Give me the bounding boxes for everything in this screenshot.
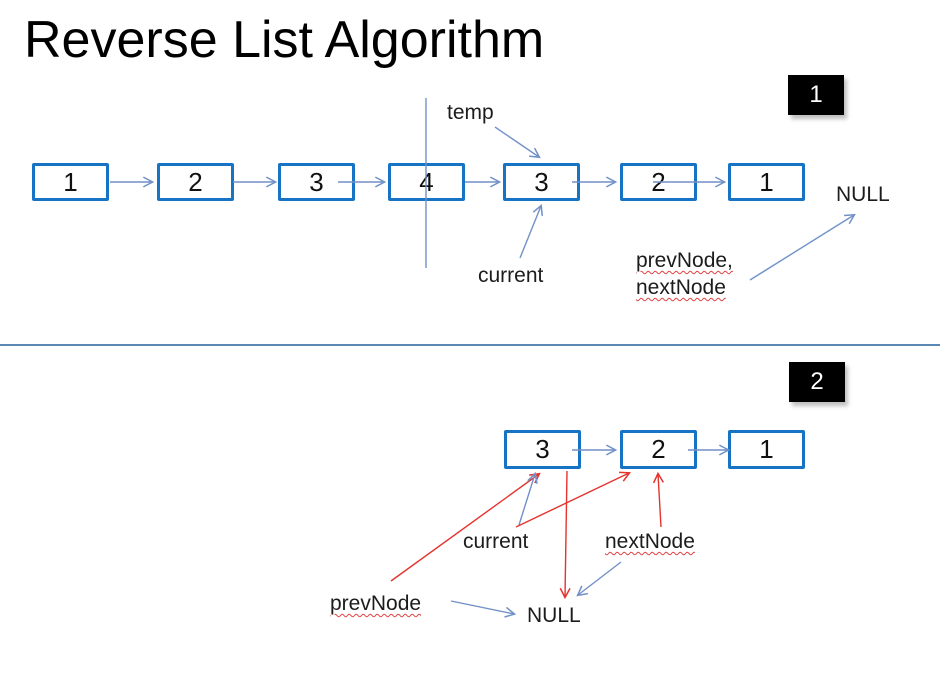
temp-label: temp	[447, 101, 494, 124]
current-label: current	[463, 530, 529, 553]
temp-arrow	[494, 126, 541, 159]
list-node: 4	[388, 163, 465, 201]
prevnode-label: prevNode,	[636, 249, 733, 272]
nextnode-to-null-arrow	[576, 561, 622, 597]
list-node: 2	[620, 163, 697, 201]
step-2-badge: 2	[789, 362, 845, 402]
page-title: Reverse List Algorithm	[24, 11, 545, 69]
current-to-node3-arrow	[518, 471, 538, 526]
prevnode-nextnode-null-arrow	[749, 213, 856, 281]
node3-to-null-arrow	[559, 470, 571, 600]
list-node: 3	[278, 163, 355, 201]
list-node: 3	[503, 163, 580, 201]
current-to-node2-arrow	[515, 471, 631, 528]
list-node: 3	[504, 430, 581, 469]
list-node: 1	[728, 430, 805, 469]
prevnode-to-node3-arrow	[390, 472, 541, 582]
current-label: current	[478, 264, 544, 287]
prevnode-label: prevNode	[330, 592, 422, 615]
list-node: 2	[620, 430, 697, 469]
null-label: NULL	[527, 604, 581, 627]
nextnode-label: nextNode	[605, 530, 695, 553]
nextnode-label: nextNode	[636, 276, 726, 299]
nextnode-to-node2-arrow	[652, 471, 665, 528]
step-1-badge: 1	[788, 75, 844, 115]
prevnode-to-null-arrow	[450, 600, 517, 618]
null-label: NULL	[836, 183, 890, 206]
list-node: 1	[32, 163, 109, 201]
list-node: 1	[728, 163, 805, 201]
list-node: 2	[157, 163, 234, 201]
current-arrow	[519, 203, 544, 259]
